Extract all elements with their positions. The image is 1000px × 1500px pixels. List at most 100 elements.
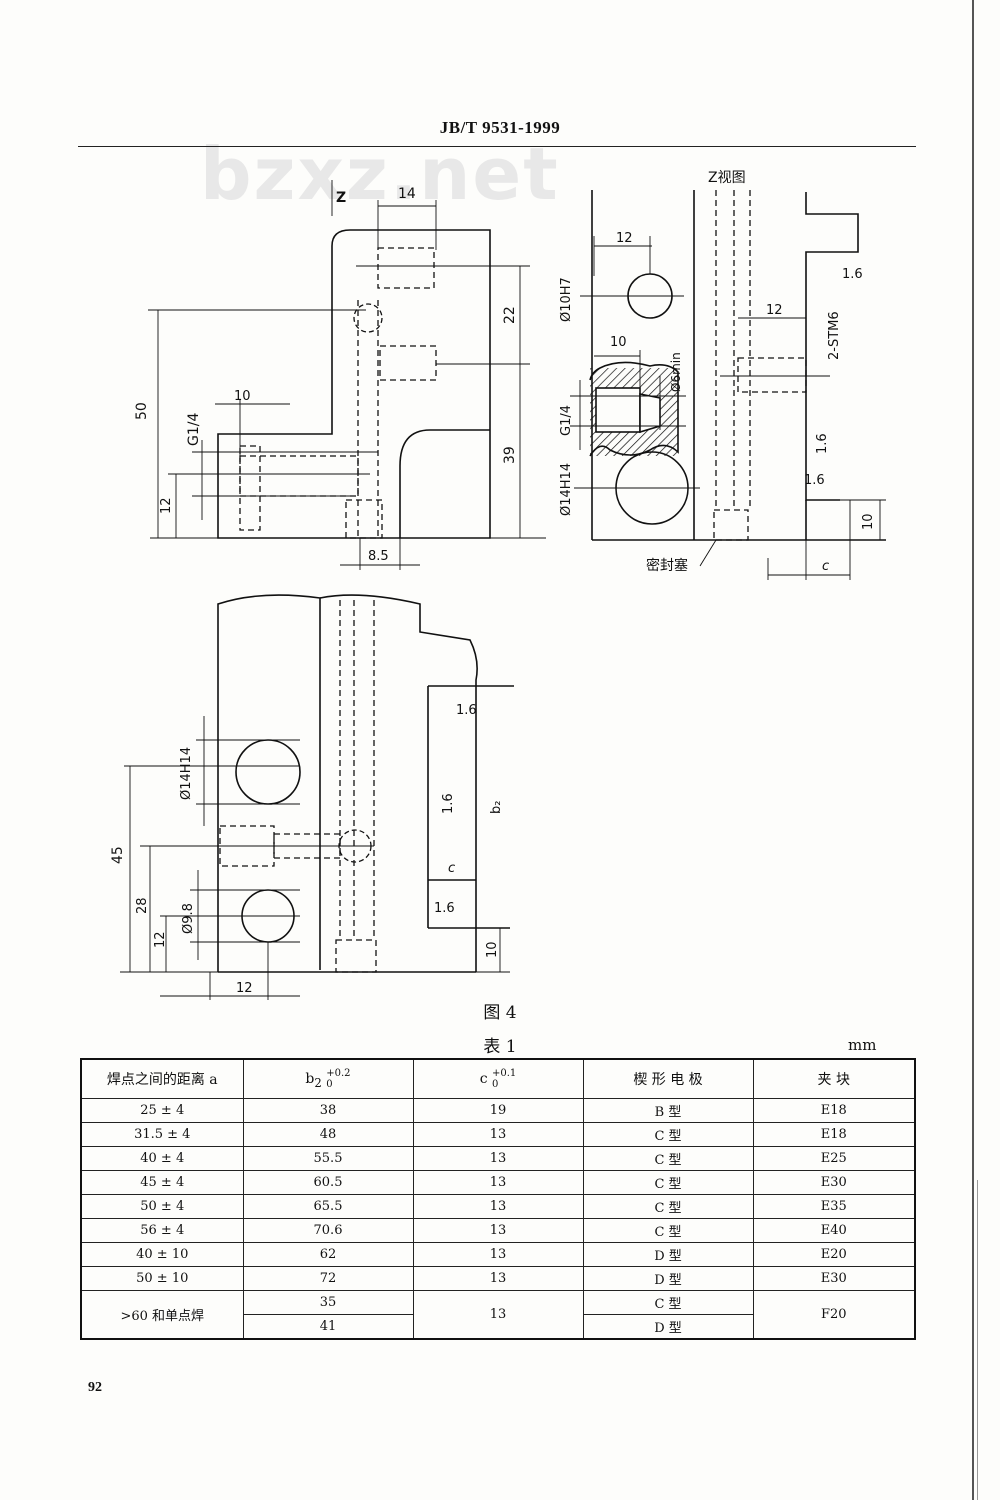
cell-a-merged: >60 和单点焊 <box>80 1290 244 1340</box>
header-c: c +0.1 0 <box>412 1058 584 1099</box>
spec-table: 焊点之间的距离 a b2 +0.2 0 c +0.1 0 楔 形 电 极 夹 块… <box>80 1058 916 1340</box>
hole-14h14: Ø14H14 <box>559 463 574 516</box>
cell-b2: 48 <box>242 1122 414 1147</box>
cell-b2: 72 <box>242 1266 414 1291</box>
seal-plug-label: 密封塞 <box>646 557 688 574</box>
cell-b2: 41 <box>242 1314 414 1340</box>
dim-6min: Ø6min <box>669 352 683 392</box>
cell-a: 40 ± 10 <box>80 1242 244 1267</box>
b2-subscript: 2 <box>314 1075 322 1090</box>
cell-b2: 62 <box>242 1242 414 1267</box>
figure-caption: 图 4 <box>483 1003 517 1023</box>
cell-electrode: C 型 <box>582 1170 754 1195</box>
cell-electrode: C 型 <box>582 1218 754 1243</box>
unit-label: mm <box>848 1036 877 1054</box>
table-caption: 表 1 <box>483 1037 517 1057</box>
b2-lower-tol: 0 <box>326 1079 333 1090</box>
dim-22: 22 <box>502 306 518 324</box>
dim-10-top: 10 <box>610 335 627 350</box>
technical-drawing: Z 14 22 50 10 G1/4 12 39 8.5 Z视图 12 Ø10H… <box>110 170 886 1000</box>
dim-12: 12 <box>159 497 174 514</box>
dim-10-right: 10 <box>861 513 876 530</box>
cell-electrode: D 型 <box>582 1314 754 1340</box>
roughness-1-6-top: 1.6 <box>456 703 477 718</box>
dim-28: 28 <box>135 897 150 914</box>
cell-b2: 70.6 <box>242 1218 414 1243</box>
cell-a: 50 ± 10 <box>80 1266 244 1291</box>
dim-39: 39 <box>502 446 518 464</box>
z-view-title: Z视图 <box>708 170 746 186</box>
dim-10: 10 <box>234 389 251 404</box>
b2-symbol: b <box>305 1071 315 1087</box>
cell-electrode: C 型 <box>582 1290 754 1315</box>
dim-45: 45 <box>110 846 126 864</box>
cell-electrode: D 型 <box>582 1242 754 1267</box>
cell-electrode: C 型 <box>582 1194 754 1219</box>
cell-a: 31.5 ± 4 <box>80 1122 244 1147</box>
dim-12-right: 12 <box>766 303 783 318</box>
top-right-view <box>570 190 886 580</box>
cell-c: 13 <box>412 1146 584 1171</box>
cell-c: 13 <box>412 1170 584 1195</box>
cell-clamp: E18 <box>752 1122 916 1147</box>
standard-number: JB/T 9531-1999 <box>439 118 561 137</box>
dim-12-horizontal: 12 <box>236 981 253 996</box>
page-number: 92 <box>88 1380 102 1395</box>
view-z-marker: Z <box>336 190 346 206</box>
cell-clamp: E18 <box>752 1098 916 1123</box>
header-weld-distance: 焊点之间的距离 a <box>80 1058 244 1099</box>
roughness-1-6-c: 1.6 <box>804 473 825 488</box>
c-upper-tol: +0.1 <box>492 1068 517 1079</box>
table-header-row: 焊点之间的距离 a b2 +0.2 0 c +0.1 0 楔 形 电 极 夹 块 <box>80 1058 916 1099</box>
thread-g14: G1/4 <box>186 413 202 446</box>
table-row-merged-2: 41 D 型 <box>81 1314 915 1340</box>
cell-electrode: C 型 <box>582 1122 754 1147</box>
cell-c: 13 <box>412 1194 584 1219</box>
hole-9-8: Ø9.8 <box>181 903 196 934</box>
cell-clamp: E25 <box>752 1146 916 1171</box>
scan-edge <box>972 0 974 1500</box>
cell-a: 40 ± 4 <box>80 1146 244 1171</box>
dim-12-top: 12 <box>616 231 633 246</box>
cell-c: 13 <box>412 1122 584 1147</box>
cell-clamp: E30 <box>752 1266 916 1291</box>
cell-b2: 35 <box>242 1290 414 1315</box>
cell-c: 13 <box>412 1242 584 1267</box>
cell-b2: 55.5 <box>242 1146 414 1171</box>
dim-c-bottom: c <box>448 861 455 876</box>
dim-50: 50 <box>134 402 150 420</box>
cell-clamp: E20 <box>752 1242 916 1267</box>
cell-c: 13 <box>412 1218 584 1243</box>
header-electrode: 楔 形 电 极 <box>582 1058 754 1099</box>
thread-g14-right: G1/4 <box>559 405 574 436</box>
roughness-1-6-bot: 1.6 <box>434 901 455 916</box>
cell-clamp: E30 <box>752 1170 916 1195</box>
roughness-1-6-mid: 1.6 <box>441 793 456 814</box>
cell-b2: 60.5 <box>242 1170 414 1195</box>
dim-b2: b₂ <box>489 801 504 814</box>
header-b2: b2 +0.2 0 <box>242 1058 414 1099</box>
cell-a: 50 ± 4 <box>80 1194 244 1219</box>
cell-electrode: C 型 <box>582 1146 754 1171</box>
top-left-view <box>148 180 546 570</box>
dim-c-right: c <box>822 559 829 574</box>
hole-10h7: Ø10H7 <box>559 277 574 322</box>
cell-a: 45 ± 4 <box>80 1170 244 1195</box>
dim-10-bottom: 10 <box>485 941 500 958</box>
header-clamp: 夹 块 <box>752 1058 916 1099</box>
roughness-1-6-b: 1.6 <box>815 433 830 454</box>
c-symbol: c <box>479 1071 488 1087</box>
dim-14: 14 <box>398 186 416 202</box>
dim-8-5: 8.5 <box>368 549 389 564</box>
scan-edge-secondary <box>977 1180 978 1500</box>
hole-14h14-bottom: Ø14H14 <box>179 747 194 800</box>
roughness-1-6-a: 1.6 <box>842 267 863 282</box>
cell-clamp: E35 <box>752 1194 916 1219</box>
